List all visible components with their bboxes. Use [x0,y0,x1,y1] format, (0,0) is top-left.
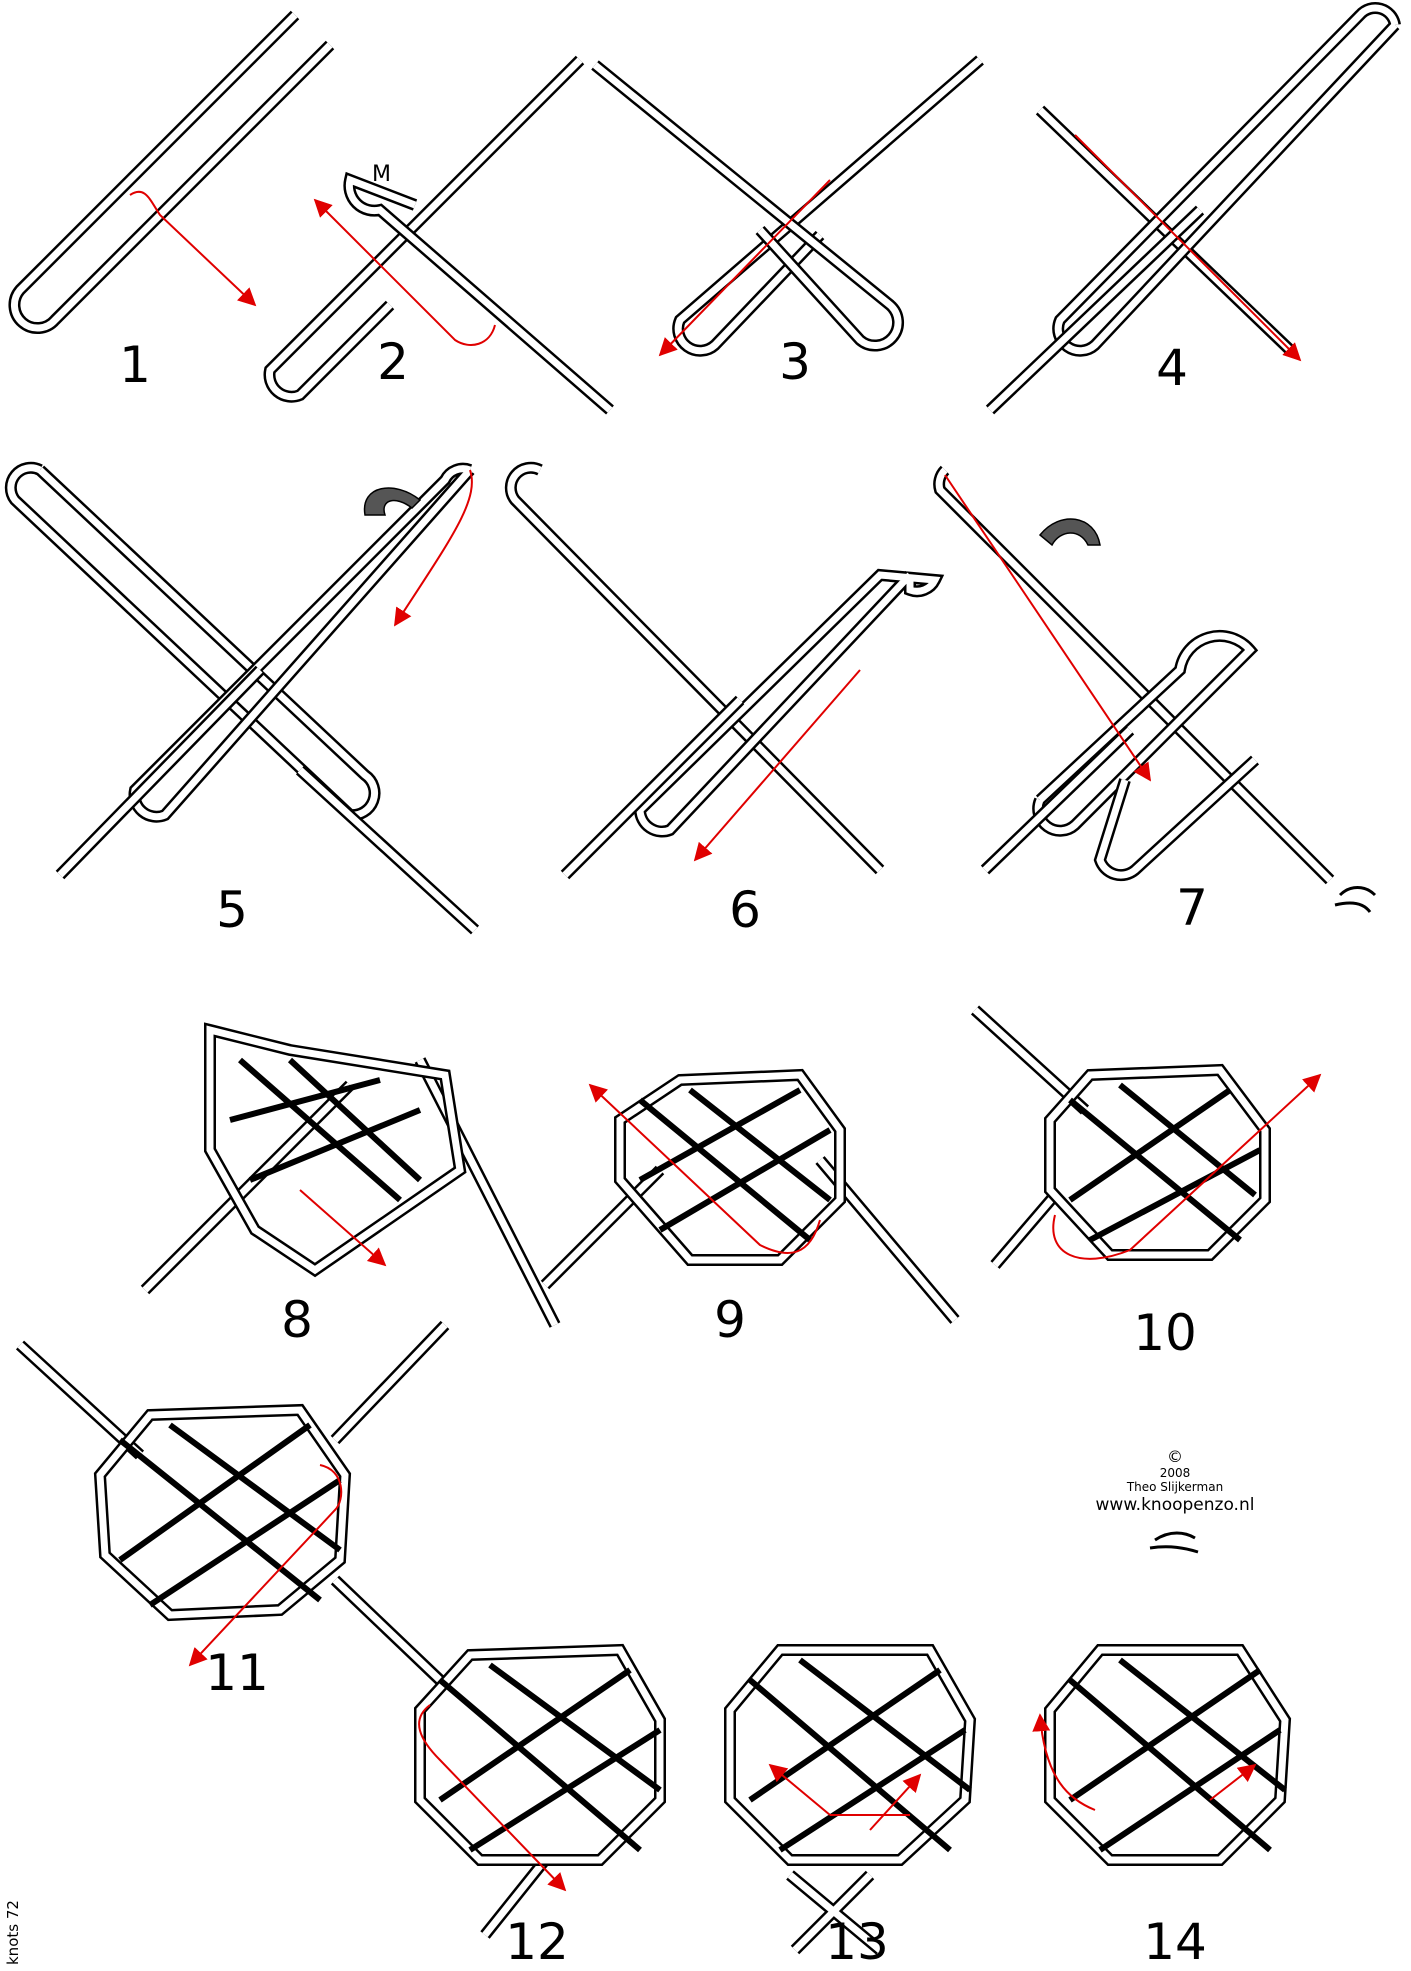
step-number-8: 8 [281,1291,313,1349]
step-number-5: 5 [216,881,248,939]
credit-author: Theo Slijkerman [1096,1480,1255,1494]
step-12-drawing [335,1580,660,1935]
step-6-drawing [511,468,935,875]
credit-year: 2008 [1096,1466,1255,1480]
copyright-symbol: © [1096,1448,1255,1466]
step-number-9: 9 [714,1291,746,1349]
step-14-drawing [1040,1650,1285,1860]
step-9-drawing [545,1075,955,1320]
step-number-14: 14 [1143,1913,1207,1971]
step-number-6: 6 [729,881,761,939]
side-label: knots 72 [4,1900,22,1965]
credit-url: www.knoopenzo.nl [1096,1494,1255,1516]
step-1-drawing [14,15,330,328]
step-3-drawing [595,60,980,355]
step-number-12: 12 [505,1913,569,1971]
logo-knot-icon [1335,888,1375,913]
step-10-drawing [975,1010,1320,1265]
step-number-4: 4 [1156,339,1188,397]
step-13-drawing [730,1650,970,1950]
step-number-1: 1 [119,336,151,394]
step-5-drawing [11,468,475,930]
marker-m-label: M [372,162,391,187]
step-7-drawing [939,470,1330,880]
step-number-13: 13 [825,1913,889,1971]
step-8-drawing [145,1030,555,1325]
step-number-2: 2 [377,333,409,391]
step-2-drawing [269,60,610,410]
step-number-3: 3 [779,333,811,391]
credit-block: © 2008 Theo Slijkerman www.knoopenzo.nl [1096,1448,1255,1516]
step-4-drawing [990,8,1395,410]
step-11-drawing [20,1325,445,1665]
logo-knot-icon [1150,1533,1198,1552]
step-number-7: 7 [1176,879,1208,937]
step-number-10: 10 [1133,1304,1197,1362]
turn-over-arrow-icon [1040,519,1100,545]
step-number-11: 11 [205,1644,269,1702]
